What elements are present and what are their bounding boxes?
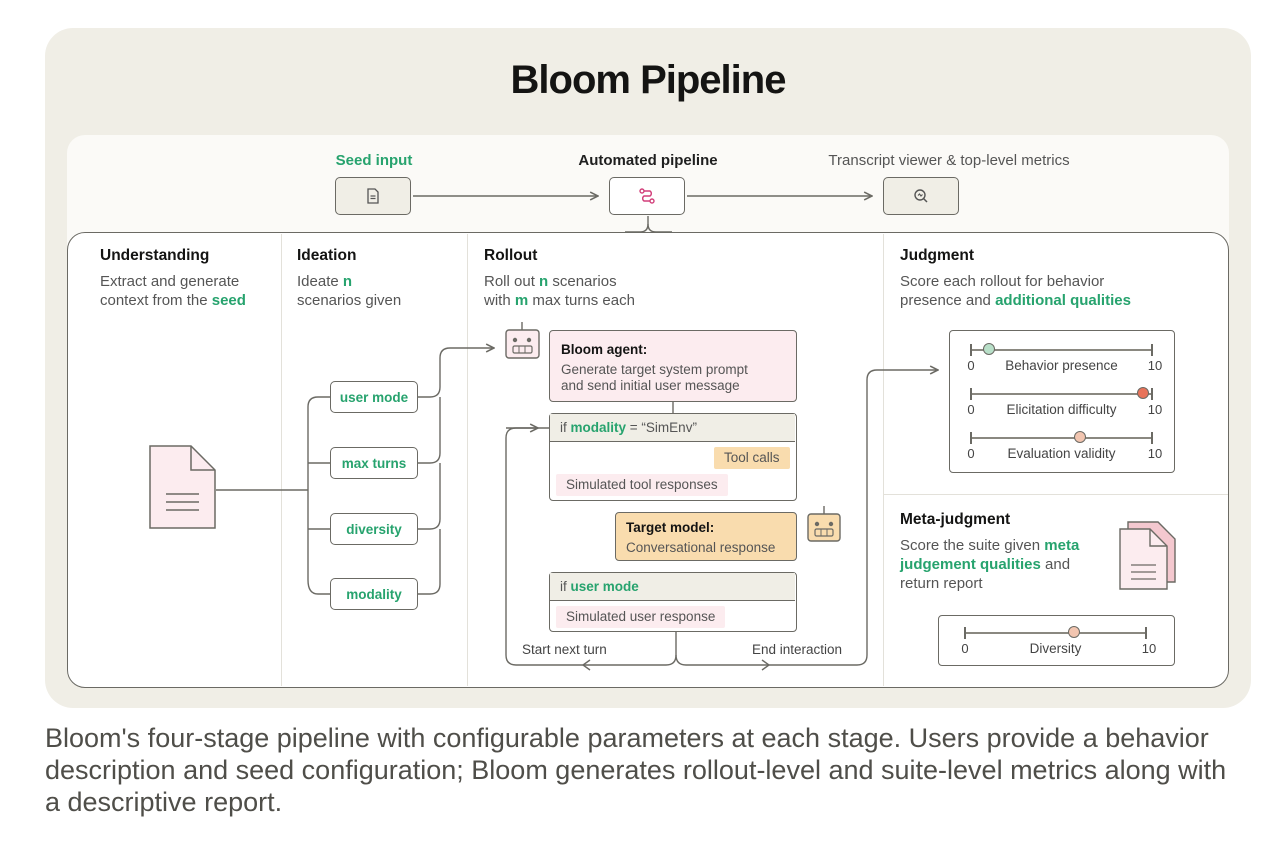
judgment-scale-1-axis bbox=[971, 393, 1152, 395]
document-icon bbox=[367, 188, 379, 204]
ideation-title: Ideation bbox=[297, 247, 357, 264]
pipeline-bracket bbox=[647, 223, 672, 233]
judgment-desc: Score each rollout for behavior presence… bbox=[900, 273, 1131, 309]
figure-caption: Bloom's four-stage pipeline with configu… bbox=[45, 723, 1227, 817]
seed-document-icon bbox=[149, 445, 216, 529]
meta-scale-diversity-marker bbox=[1067, 626, 1080, 638]
pipeline-bracket bbox=[625, 216, 649, 233]
rollout-title: Rollout bbox=[484, 247, 538, 264]
transcript-viewer-box bbox=[883, 177, 959, 215]
judgment-scale-0-label: Behavior presence bbox=[1005, 358, 1118, 373]
meta-scale-diversity-tick bbox=[964, 626, 966, 639]
judgment-scale-1-label: Elicitation difficulty bbox=[1006, 402, 1117, 417]
seed-input-box bbox=[335, 177, 411, 215]
workflow-icon bbox=[639, 188, 655, 204]
modality-condition: if modality = “SimEnv” bbox=[560, 420, 697, 435]
modality-branch-card: if modality = “SimEnv” Tool calls Simula… bbox=[549, 413, 797, 501]
judgment-scale-0-tick bbox=[1151, 343, 1153, 356]
meta-judgment-title: Meta-judgment bbox=[900, 511, 1011, 528]
end-interaction-label: End interaction bbox=[752, 642, 843, 657]
meta-judgment-desc: Score the suite given meta judgement qua… bbox=[900, 537, 1080, 592]
meta-scale-diversity-min: 0 bbox=[961, 641, 969, 656]
judgment-title: Judgment bbox=[900, 247, 975, 264]
stage-divider bbox=[467, 234, 468, 686]
target-model-title: Target model: bbox=[626, 520, 715, 535]
param-diversity: diversity bbox=[330, 513, 418, 545]
judgment-scale-0-tick bbox=[970, 343, 972, 356]
judgment-scale-2-axis bbox=[971, 437, 1152, 439]
simulated-user-response-chip: Simulated user response bbox=[556, 606, 726, 628]
simulated-tool-responses-chip: Simulated tool responses bbox=[556, 474, 728, 496]
judgment-scale-1-min: 0 bbox=[967, 402, 975, 417]
bloom-robot-icon bbox=[505, 322, 540, 359]
automated-pipeline-box bbox=[609, 177, 685, 215]
start-next-turn-label: Start next turn bbox=[522, 642, 607, 657]
understanding-title: Understanding bbox=[100, 247, 210, 264]
target-model-text: Conversational response bbox=[626, 540, 776, 555]
report-documents-icon bbox=[1119, 521, 1176, 590]
judgment-scale-2-label: Evaluation validity bbox=[1007, 446, 1116, 461]
judgment-scale-2-min: 0 bbox=[967, 446, 975, 461]
judgment-scale-1-tick bbox=[1151, 387, 1153, 400]
transcript-viewer-label: Transcript viewer & top-level metrics bbox=[828, 152, 1070, 169]
bloom-agent-text: Generate target system prompt and send i… bbox=[561, 362, 748, 393]
judgment-scale-0-axis bbox=[971, 349, 1152, 351]
page-title: Bloom Pipeline bbox=[510, 58, 787, 102]
judgment-scale-2-tick bbox=[970, 431, 972, 444]
judgment-divider bbox=[884, 494, 1228, 495]
target-robot-icon bbox=[807, 506, 841, 542]
stage-divider bbox=[883, 234, 884, 686]
magnifier-icon bbox=[914, 189, 928, 203]
judgment-scale-2-marker bbox=[1073, 431, 1086, 443]
meta-scale-box bbox=[938, 615, 1175, 666]
judgment-scale-1-tick bbox=[970, 387, 972, 400]
judgment-scale-0-min: 0 bbox=[967, 358, 975, 373]
judgment-scale-0-max: 10 bbox=[1147, 358, 1163, 373]
stage-divider bbox=[281, 234, 282, 686]
judgment-scale-2-tick bbox=[1151, 431, 1153, 444]
judgment-scale-1-marker bbox=[1136, 387, 1149, 399]
meta-scale-diversity-label: Diversity bbox=[1029, 641, 1082, 656]
understanding-desc: Extract and generate context from the se… bbox=[100, 273, 246, 309]
judgment-scale-0-marker bbox=[983, 343, 996, 355]
user-mode-condition: if user mode bbox=[560, 579, 639, 594]
automated-pipeline-label: Automated pipeline bbox=[578, 152, 718, 169]
param-max-turns: max turns bbox=[330, 447, 418, 479]
meta-scale-diversity-axis bbox=[965, 632, 1146, 634]
judgment-scale-2-max: 10 bbox=[1147, 446, 1163, 461]
user-mode-branch-card: if user mode Simulated user response bbox=[549, 572, 797, 632]
bloom-agent-card: Bloom agent: Generate target system prom… bbox=[549, 330, 797, 402]
tool-calls-chip: Tool calls bbox=[714, 447, 790, 469]
meta-scale-diversity-tick bbox=[1145, 626, 1147, 639]
param-modality: modality bbox=[330, 578, 418, 610]
bloom-agent-title: Bloom agent: bbox=[561, 342, 648, 357]
ideation-desc: Ideate n scenarios given bbox=[297, 273, 402, 309]
rollout-desc: Roll out n scenarios with m max turns ea… bbox=[484, 273, 635, 309]
seed-input-label: Seed input bbox=[335, 152, 413, 169]
target-model-card: Target model: Conversational response bbox=[615, 512, 797, 561]
param-user-mode: user mode bbox=[330, 381, 418, 413]
judgment-scale-1-max: 10 bbox=[1147, 402, 1163, 417]
meta-scale-diversity-max: 10 bbox=[1141, 641, 1157, 656]
